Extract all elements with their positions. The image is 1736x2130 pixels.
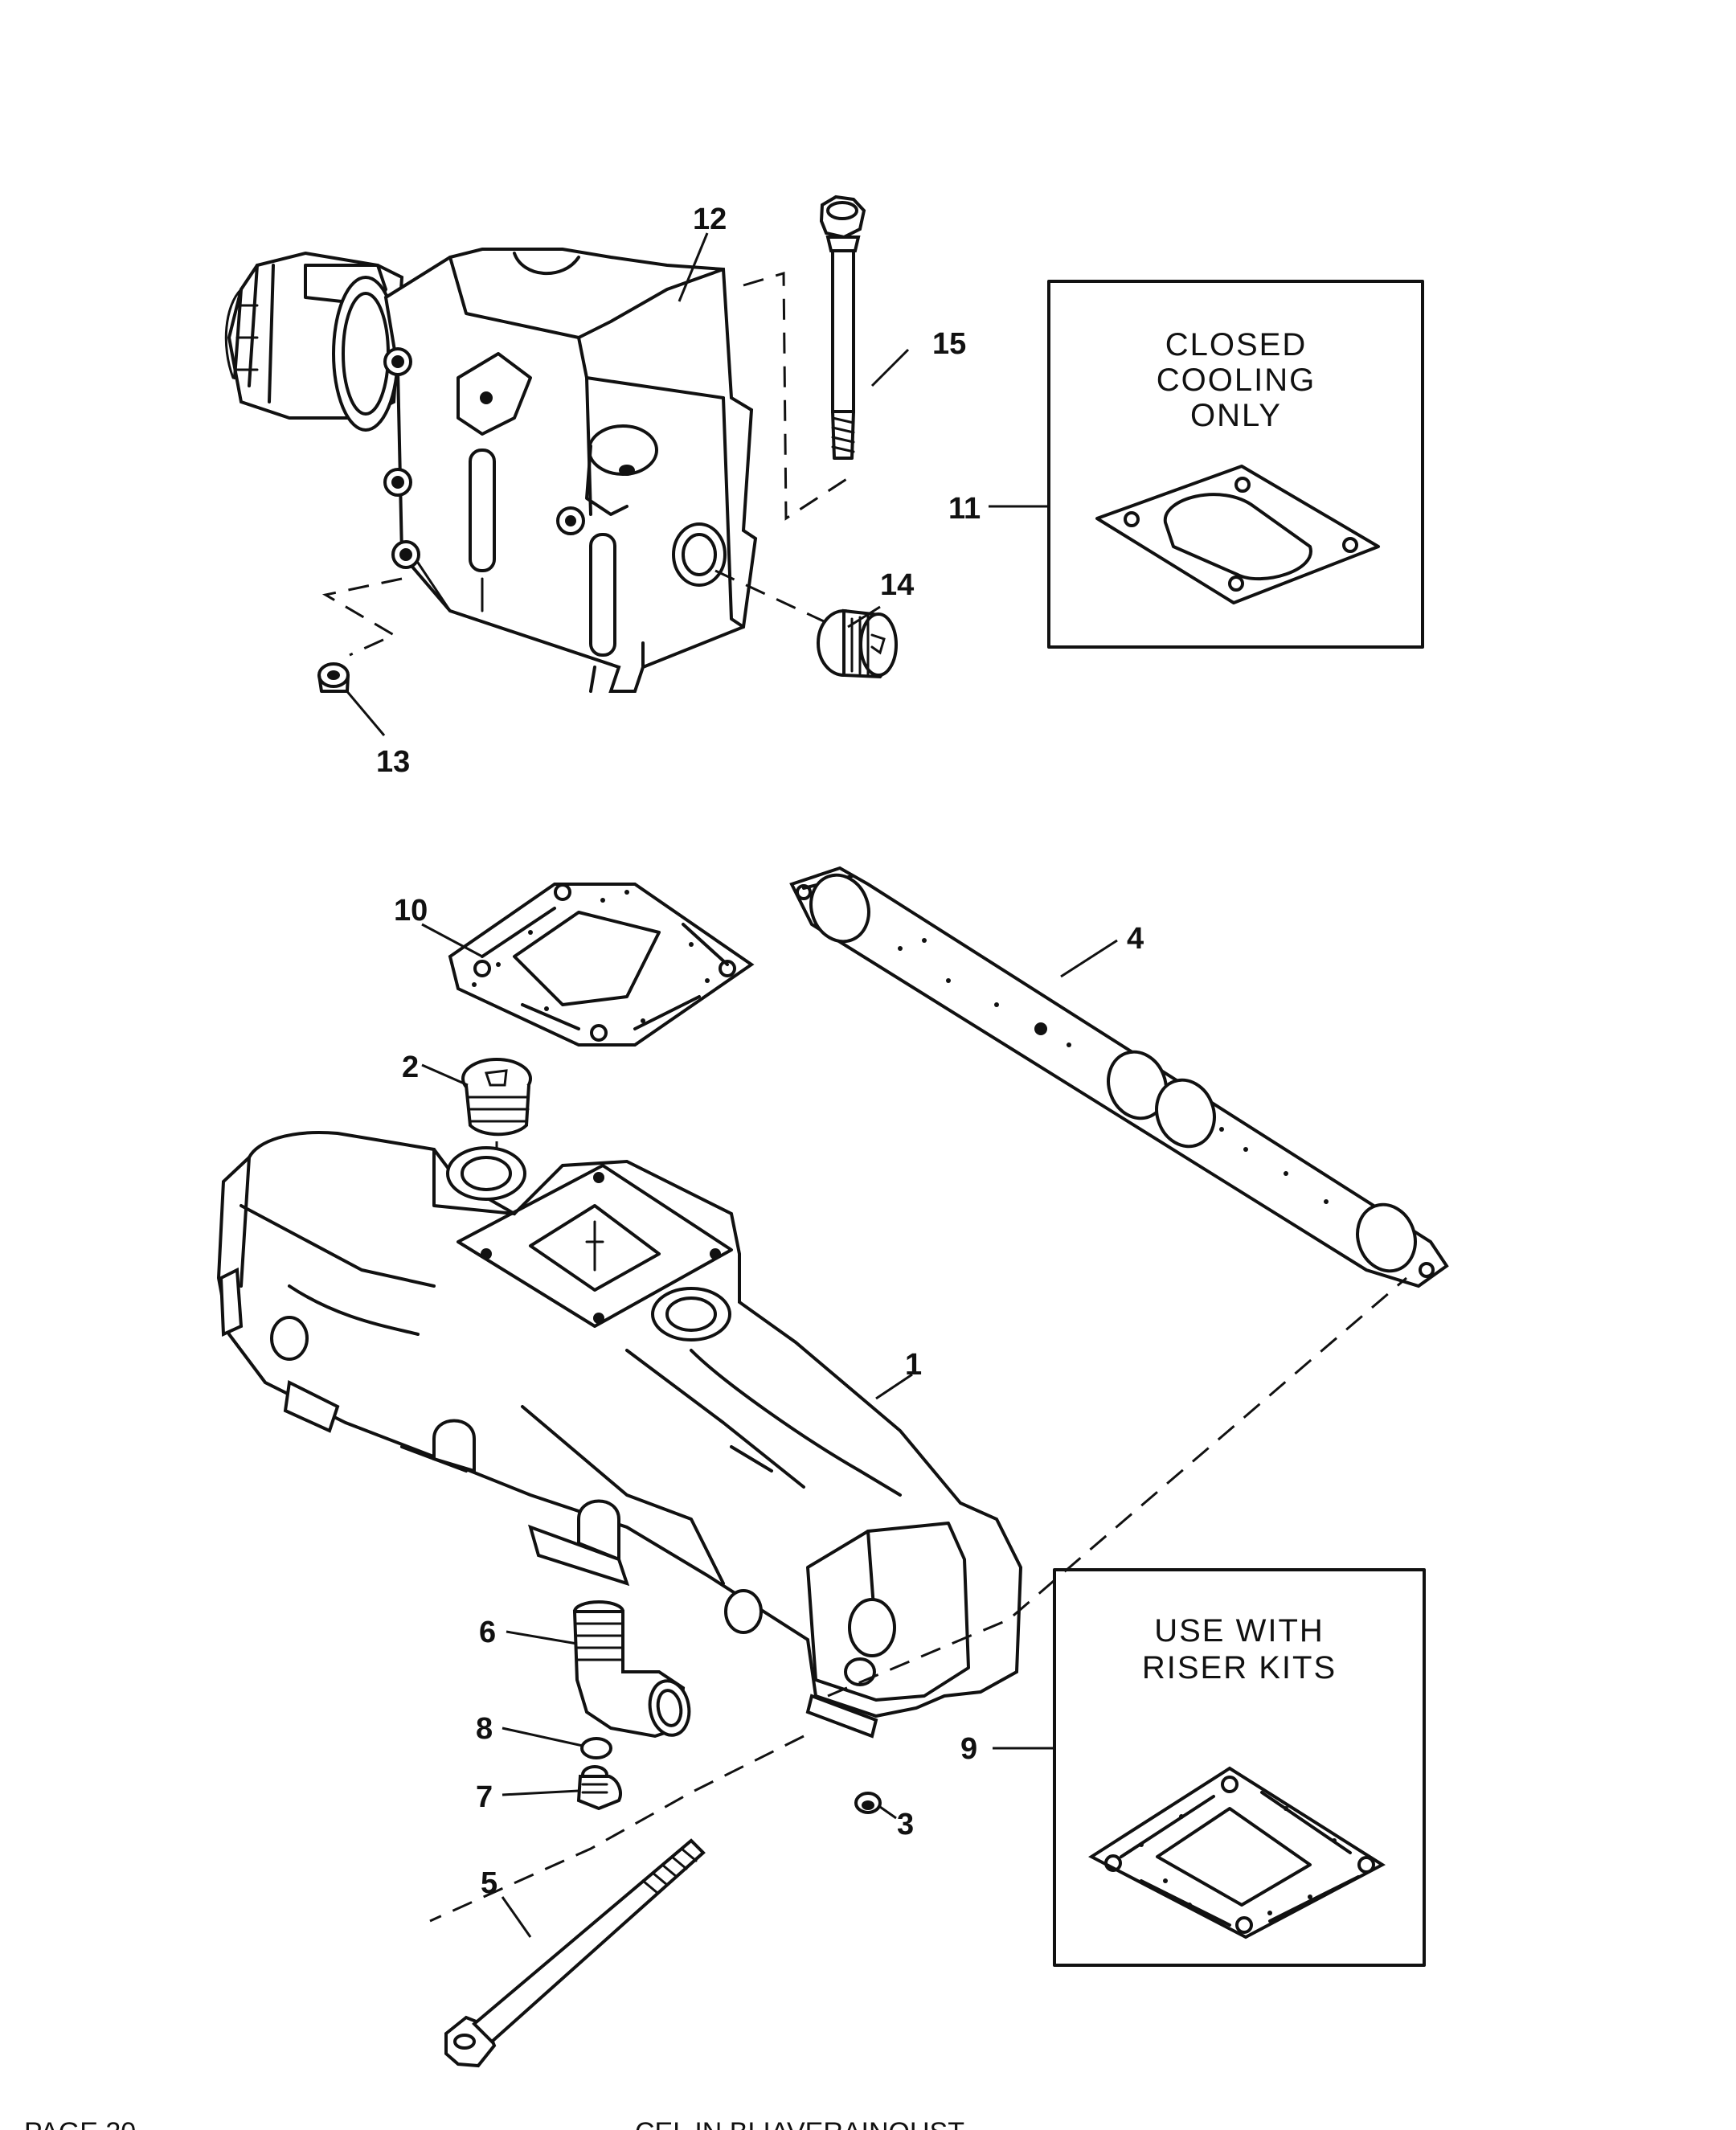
callout-14: 14 bbox=[880, 568, 914, 602]
closed-cooling-line-3: ONLY bbox=[1190, 398, 1282, 433]
footer-page-label: PAGE 20 bbox=[24, 2117, 136, 2130]
footer-center-label: CEL IN BLIAVERAINOUST bbox=[635, 2117, 964, 2130]
bolt-part-15 bbox=[819, 195, 866, 460]
plug-part-3 bbox=[854, 1792, 882, 1814]
callout-10: 10 bbox=[394, 894, 428, 928]
bolt-part-5 bbox=[444, 1838, 706, 2068]
oring-part-8 bbox=[580, 1737, 612, 1759]
riser-kits-line-2: RISER KITS bbox=[1142, 1650, 1337, 1686]
callout-leaders bbox=[344, 232, 1118, 1938]
callout-7: 7 bbox=[476, 1780, 493, 1814]
manifold-part-1 bbox=[216, 1131, 1023, 1739]
callout-1: 1 bbox=[905, 1348, 922, 1382]
callout-13: 13 bbox=[376, 745, 410, 779]
callout-numbers: 12 15 11 14 13 10 4 2 1 6 8 7 3 5 9 bbox=[376, 203, 1144, 1900]
callout-15: 15 bbox=[932, 327, 966, 361]
plug-part-2 bbox=[461, 1058, 532, 1137]
plug-part-14 bbox=[817, 608, 898, 679]
callout-3: 3 bbox=[897, 1808, 914, 1841]
callout-2: 2 bbox=[402, 1051, 419, 1084]
note-box-closed-cooling: CLOSED COOLING ONLY bbox=[1047, 280, 1424, 649]
closed-cooling-line-2: COOLING bbox=[1157, 363, 1316, 398]
exhaust-elbow-part-12 bbox=[224, 248, 758, 693]
page-footer: PAGE 20 CEL IN BLIAVERAINOUST bbox=[24, 2117, 964, 2130]
callout-8: 8 bbox=[476, 1712, 493, 1746]
closed-cooling-line-1: CLOSED bbox=[1165, 327, 1308, 363]
callout-9: 9 bbox=[960, 1732, 977, 1766]
callout-12: 12 bbox=[693, 203, 727, 236]
callout-5: 5 bbox=[481, 1866, 497, 1900]
callout-4: 4 bbox=[1127, 922, 1144, 956]
riser-icon bbox=[1088, 1766, 1386, 1940]
riser-kits-line-1: USE WITH bbox=[1154, 1613, 1325, 1649]
callout-11: 11 bbox=[948, 492, 981, 526]
note-box-riser-kits: USE WITH RISER KITS bbox=[1053, 1568, 1426, 1967]
plug-part-13 bbox=[317, 662, 350, 693]
callout-6: 6 bbox=[479, 1616, 496, 1649]
gasket-icon bbox=[1095, 465, 1380, 604]
gasket-part-10 bbox=[448, 883, 755, 1047]
gasket-part-4 bbox=[789, 866, 1449, 1288]
fitting-part-7 bbox=[576, 1765, 622, 1811]
elbow-part-6 bbox=[572, 1600, 691, 1739]
